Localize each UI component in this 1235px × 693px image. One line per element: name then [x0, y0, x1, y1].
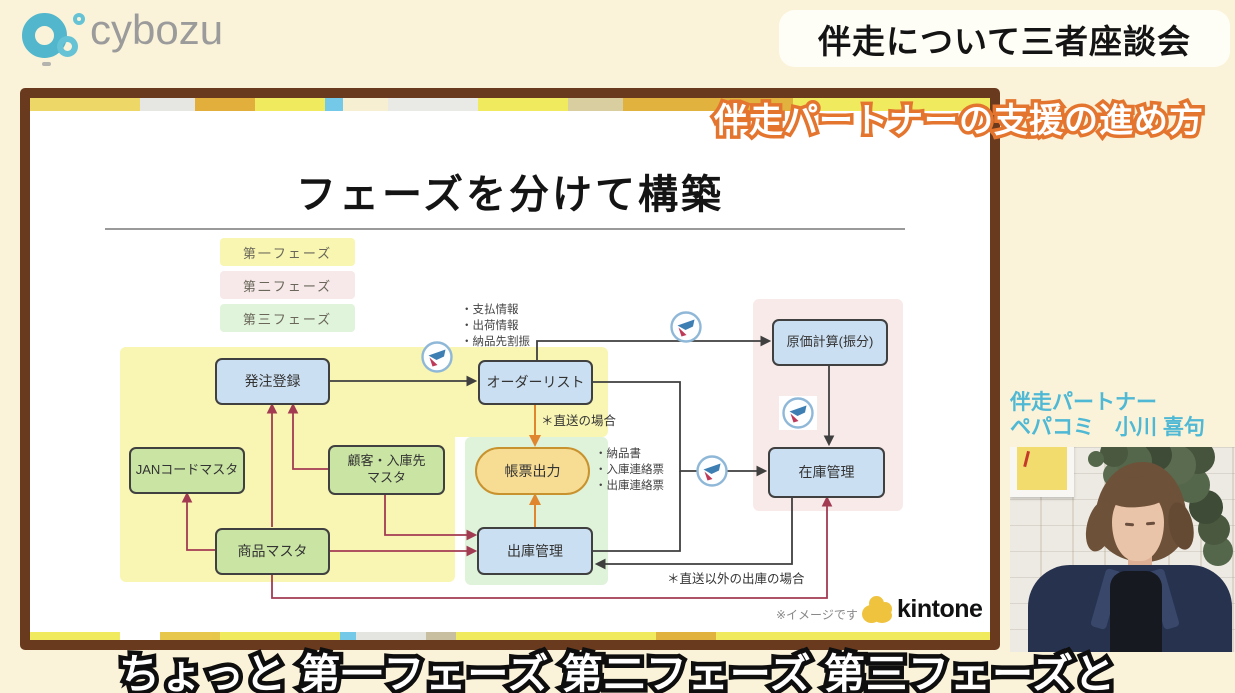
mosaic-segment [195, 98, 255, 111]
cybozu-dash-mark [42, 62, 51, 66]
node-product-master: 商品マスタ [215, 528, 330, 575]
speaker-name: ペパコミ 小川 喜句 [1010, 416, 1205, 439]
hanging-plant [1088, 451, 1104, 467]
mosaic-segment [220, 632, 340, 640]
disclaimer-text: ※イメージです [776, 608, 858, 622]
speaker-label: 伴走パートナー ペパコミ 小川 喜句 [1010, 390, 1205, 440]
presentation-slide: フェーズを分けて構築 第一フェーズ 第二フェーズ 第三フェーズ [20, 88, 1000, 650]
mosaic-segment [656, 632, 716, 640]
order-list-notes: ・支払情報 ・出荷情報 ・納品先割振 [461, 302, 530, 350]
mosaic-segment [30, 98, 140, 111]
mosaic-segment [478, 98, 568, 111]
node-inventory-management: 在庫管理 [768, 447, 885, 498]
flower-petal [872, 608, 892, 623]
speaker-role: 伴走パートナー [1010, 391, 1157, 414]
title-underline [105, 228, 905, 230]
mosaic-segment [160, 632, 220, 640]
note-line: ・出庫連絡票 [595, 480, 664, 492]
subtitle-bar: ちょっと 第一フェーズ 第二フェーズ 第三フェーズと [0, 640, 1235, 693]
node-form-output: 帳票出力 [475, 447, 590, 495]
mosaic-segment [30, 632, 120, 640]
mosaic-segment [255, 98, 325, 111]
note-line: ・納品先割振 [461, 336, 530, 348]
speaker-eye [1124, 522, 1135, 526]
mosaic-segment [140, 98, 195, 111]
mosaic-segment [356, 632, 426, 640]
overlay-heading-text: 伴走パートナーの支援の進め方 [714, 93, 1204, 142]
subtitle-text: ちょっと 第一フェーズ 第二フェーズ 第三フェーズと [119, 640, 1116, 693]
mosaic-segment [340, 632, 356, 640]
cybozu-wordmark: cybozu [90, 6, 224, 53]
circle-arrow-plugin-icon [670, 311, 702, 343]
mosaic-segment [456, 632, 656, 640]
speaker-tshirt [1110, 571, 1162, 652]
session-title-box: 伴走について三者座談会 [779, 10, 1230, 67]
mosaic-segment [426, 632, 456, 640]
node-cost-calculation: 原価計算(振分) [772, 319, 888, 366]
picture-frame [1010, 447, 1074, 497]
legend-phase-2: 第二フェーズ [220, 271, 355, 299]
cybozu-ring-small-icon [73, 13, 85, 25]
form-output-notes: ・納品書 ・入庫連絡票 ・出庫連絡票 [595, 446, 664, 494]
legend-phase-1: 第一フェーズ [220, 238, 355, 266]
legend-phase-3: 第三フェーズ [220, 304, 355, 332]
note-line: ・出荷情報 [461, 320, 519, 332]
note-line: ・入庫連絡票 [595, 464, 664, 476]
speaker-video [1010, 447, 1235, 652]
note-line: ・支払情報 [461, 304, 519, 316]
note-line: ・納品書 [595, 448, 641, 460]
mosaic-segment [388, 98, 478, 111]
mosaic-segment [343, 98, 388, 111]
direct-shipping-label: ＊直送の場合 [541, 414, 617, 428]
node-order-entry: 発注登録 [215, 358, 330, 405]
node-jan-code-master: JANコードマスタ [129, 447, 245, 494]
node-order-list: オーダーリスト [478, 360, 593, 405]
mosaic-segment [325, 98, 343, 111]
cybozu-ring-medium-icon [57, 36, 78, 57]
circle-arrow-plugin-icon [696, 455, 728, 487]
mosaic-segment [716, 632, 990, 640]
node-shipping-management: 出庫管理 [477, 527, 593, 575]
mosaic-segment [120, 632, 160, 640]
overlay-heading: 伴走パートナーの支援の進め方 [714, 93, 1204, 142]
kintone-logo: kintone [862, 595, 983, 624]
non-direct-shipping-label: ＊直送以外の出庫の場合 [667, 572, 805, 586]
slide-title: フェーズを分けて構築 [296, 173, 724, 217]
session-title: 伴走について三者座談会 [817, 22, 1191, 60]
mosaic-segment [568, 98, 623, 111]
node-customer-warehouse-master: 顧客・入庫先 マスタ [328, 445, 445, 495]
kintone-flower-icon [862, 596, 892, 623]
kintone-wordmark: kintone [897, 595, 983, 623]
mosaic-strip-bottom [30, 632, 990, 640]
